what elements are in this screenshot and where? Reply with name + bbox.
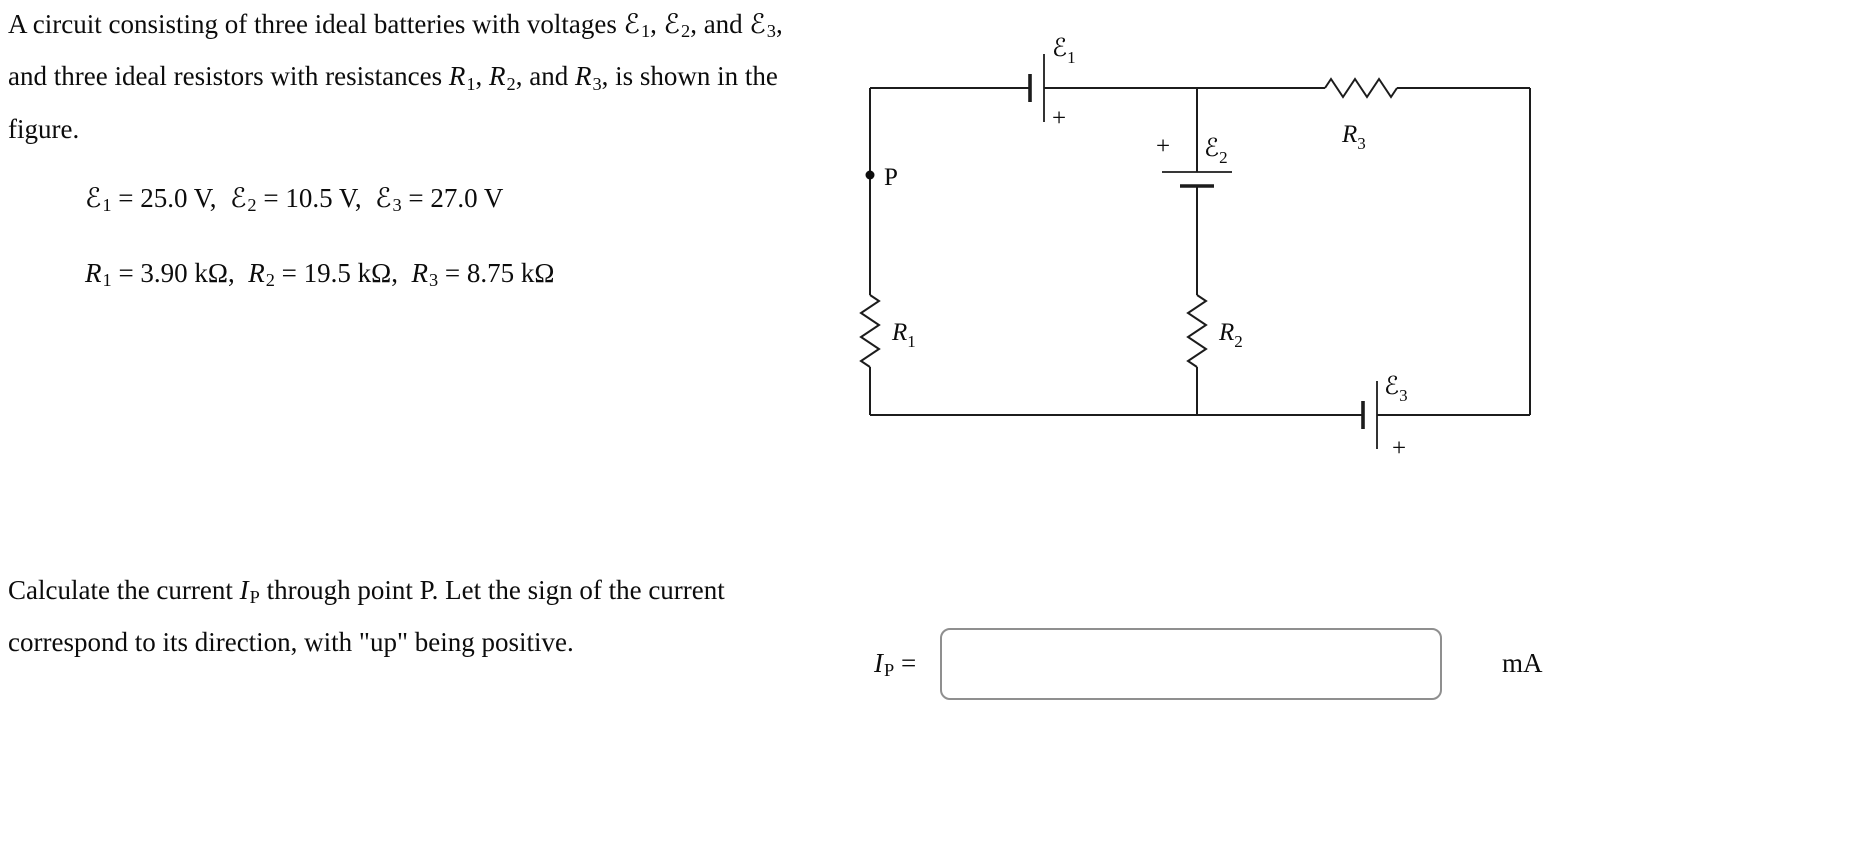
text-run: , and (515, 61, 575, 92)
text-run: = 3.90 kΩ, (111, 258, 249, 288)
text-run: ℰ (623, 9, 640, 39)
text-run: through point P. Let the sign of the cur… (8, 575, 725, 658)
text-run: I (239, 575, 249, 605)
text-run: = (894, 648, 917, 678)
resistor-r1-zigzag (859, 294, 881, 368)
text-run: 3 (392, 195, 402, 216)
point-p: P (865, 164, 898, 191)
r1-label: R1 (891, 319, 916, 351)
text-run: 1 (102, 195, 112, 216)
text-run: 1 (102, 270, 112, 291)
text-run: 3 (592, 73, 602, 94)
r2-label: R2 (1218, 319, 1243, 351)
text-run: 3 (766, 21, 776, 42)
text-run: P (249, 587, 260, 608)
point-p-label: P (884, 164, 898, 191)
text-run: R (489, 61, 506, 92)
text-run: 1 (640, 21, 651, 42)
text-run: = 10.5 V, (256, 183, 376, 213)
text-run: R (248, 258, 265, 288)
resistor-r2: R2 (1186, 294, 1243, 368)
text-run: = 8.75 kΩ (438, 258, 555, 288)
text-run: R (85, 258, 102, 288)
resistor-r2-zigzag (1186, 294, 1208, 368)
problem-statement: A circuit consisting of three ideal batt… (8, 2, 800, 152)
text-run: A circuit consisting of three ideal batt… (8, 9, 624, 39)
circuit-figure: ℰ1 + + ℰ2 ℰ3 + R1 R2 R3 (859, 35, 1531, 462)
emf2-plus-sign: + (1156, 133, 1170, 160)
text-run: 1 (466, 73, 476, 94)
text-run: I (874, 648, 883, 678)
text-run: 3 (428, 270, 439, 291)
text-run: = 19.5 kΩ, (274, 258, 412, 288)
battery-emf1: ℰ1 + (1028, 35, 1076, 132)
resistor-r1: R1 (859, 294, 916, 368)
answer-input[interactable] (940, 628, 1442, 700)
text-run: = 25.0 V, (111, 183, 231, 213)
resistor-r3-zigzag (1324, 77, 1398, 99)
text-run: R (411, 258, 428, 288)
text-run: ℰ (85, 183, 102, 213)
text-run: , and three ideal resistors with resista… (8, 9, 783, 92)
emf2-label: ℰ2 (1204, 135, 1228, 167)
text-run: ℰ (230, 183, 247, 213)
text-run: , is shown in the figure. (8, 61, 778, 144)
emf3-plus-sign: + (1392, 435, 1406, 462)
text-run: = 27.0 V (401, 183, 504, 213)
text-run: , (475, 61, 490, 92)
emf1-label: ℰ1 (1052, 35, 1076, 67)
given-resistance-values: R1 = 3.90 kΩ, R2 = 19.5 kΩ, R3 = 8.75 kΩ (85, 251, 554, 303)
emf1-plus-sign: + (1052, 105, 1066, 132)
r3-label: R3 (1341, 121, 1366, 153)
text-run: 2 (681, 21, 691, 42)
text-run: Calculate the current (8, 575, 240, 605)
battery-emf2: + ℰ2 (1156, 133, 1232, 188)
answer-label: IP = (874, 648, 916, 681)
emf3-label: ℰ3 (1384, 373, 1408, 405)
battery-emf3: ℰ3 + (1361, 373, 1408, 462)
question-text: Calculate the current IP through point P… (8, 568, 756, 665)
text-run: 2 (265, 270, 275, 291)
text-run: , and (690, 9, 750, 39)
answer-unit: mA (1502, 648, 1543, 678)
text-run: ℰ (663, 9, 680, 39)
text-run: ℰ (375, 183, 392, 213)
resistor-r3: R3 (1324, 77, 1398, 153)
text-run: R (574, 61, 592, 92)
text-run: R (448, 61, 466, 92)
point-p-dot (865, 170, 875, 180)
text-run: ℰ (749, 9, 766, 39)
text-run: 2 (506, 73, 516, 94)
text-run: P (884, 660, 895, 681)
text-run: 2 (247, 195, 257, 216)
circuit-wires (869, 87, 1531, 416)
text-run: , (650, 9, 664, 39)
given-emf-values: ℰ1 = 25.0 V, ℰ2 = 10.5 V, ℰ3 = 27.0 V (85, 176, 503, 228)
